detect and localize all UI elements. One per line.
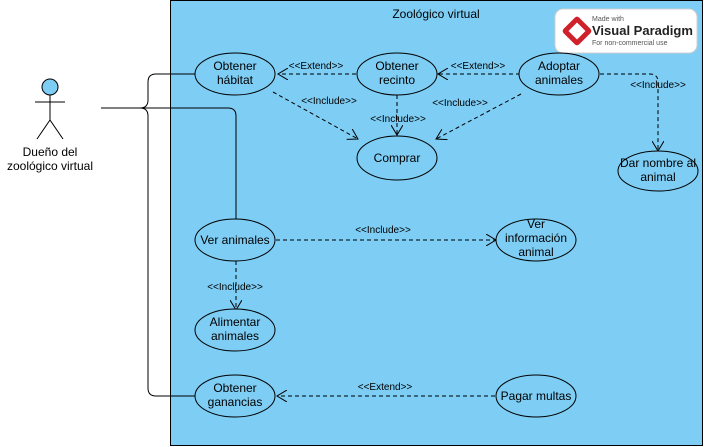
actor-head bbox=[41, 78, 59, 96]
rel-include-recinto-comprar: <<Include>> bbox=[370, 114, 426, 125]
svg-text:Obtener: Obtener bbox=[375, 59, 418, 73]
use-case-alimentar-animales[interactable]: Alimentar animales bbox=[194, 308, 276, 352]
svg-text:Obtener: Obtener bbox=[213, 381, 256, 395]
relationship-labels: <<Extend>> <<Extend>> <<Include>> <<Incl… bbox=[207, 61, 686, 393]
use-case-obtener-habitat[interactable]: Obtener hábitat bbox=[194, 52, 276, 96]
relationships bbox=[236, 74, 658, 396]
use-case-obtener-recinto[interactable]: Obtener recinto bbox=[356, 52, 438, 96]
svg-text:Made with: Made with bbox=[592, 16, 624, 23]
actor-label-line2: zoológico virtual bbox=[7, 159, 93, 173]
svg-text:Visual Paradigm: Visual Paradigm bbox=[592, 23, 693, 38]
rel-extend-recinto-habitat: <<Extend>> bbox=[289, 61, 344, 72]
svg-text:recinto: recinto bbox=[379, 73, 415, 87]
svg-text:hábitat: hábitat bbox=[217, 73, 254, 87]
rel-include-habitat-comprar: <<Include>> bbox=[301, 96, 357, 107]
svg-text:Ver animales: Ver animales bbox=[200, 233, 269, 247]
rel-include-ver-informacion: <<Include>> bbox=[355, 225, 411, 236]
use-case-obtener-ganancias[interactable]: Obtener ganancias bbox=[194, 374, 276, 418]
svg-text:Dar nombre al: Dar nombre al bbox=[620, 156, 696, 170]
rel-extend-adoptar-recinto: <<Extend>> bbox=[451, 61, 506, 72]
use-case-ver-informacion[interactable]: Ver información animal bbox=[495, 217, 577, 262]
svg-text:Ver: Ver bbox=[527, 217, 545, 231]
svg-text:Adoptar: Adoptar bbox=[538, 59, 580, 73]
svg-text:animales: animales bbox=[211, 329, 259, 343]
rel-include-ver-alimentar: <<Include>> bbox=[207, 282, 263, 293]
svg-text:Pagar multas: Pagar multas bbox=[501, 389, 572, 403]
actor-associations bbox=[101, 73, 237, 397]
svg-text:animales: animales bbox=[535, 73, 583, 87]
use-case-dar-nombre[interactable]: Dar nombre al animal bbox=[617, 150, 699, 192]
svg-text:Obtener: Obtener bbox=[213, 59, 256, 73]
system-title: Zoológico virtual bbox=[392, 7, 479, 21]
use-case-adoptar-animales[interactable]: Adoptar animales bbox=[518, 52, 600, 96]
svg-text:información: información bbox=[505, 231, 567, 245]
svg-text:animal: animal bbox=[640, 170, 675, 184]
use-case-ver-animales[interactable]: Ver animales bbox=[194, 218, 276, 262]
svg-text:For non-commercial use: For non-commercial use bbox=[592, 40, 668, 47]
use-case-comprar[interactable]: Comprar bbox=[356, 135, 438, 181]
rel-include-adoptar-comprar: <<Include>> bbox=[432, 98, 488, 109]
svg-text:Alimentar: Alimentar bbox=[210, 315, 261, 329]
use-case-pagar-multas[interactable]: Pagar multas bbox=[495, 374, 577, 418]
svg-text:Comprar: Comprar bbox=[374, 151, 421, 165]
actor-label-line1: Dueño del bbox=[23, 145, 78, 159]
svg-text:animal: animal bbox=[518, 245, 553, 259]
actor-dueno: Dueño del zoológico virtual bbox=[7, 78, 93, 173]
rel-extend-multas-ganancias: <<Extend>> bbox=[358, 382, 413, 393]
visual-paradigm-logo-icon bbox=[562, 16, 592, 46]
rel-include-adoptar-nombre: <<Include>> bbox=[630, 80, 686, 91]
svg-text:ganancias: ganancias bbox=[208, 395, 263, 409]
visual-paradigm-watermark: Made with Visual Paradigm For non-commer… bbox=[554, 8, 698, 54]
